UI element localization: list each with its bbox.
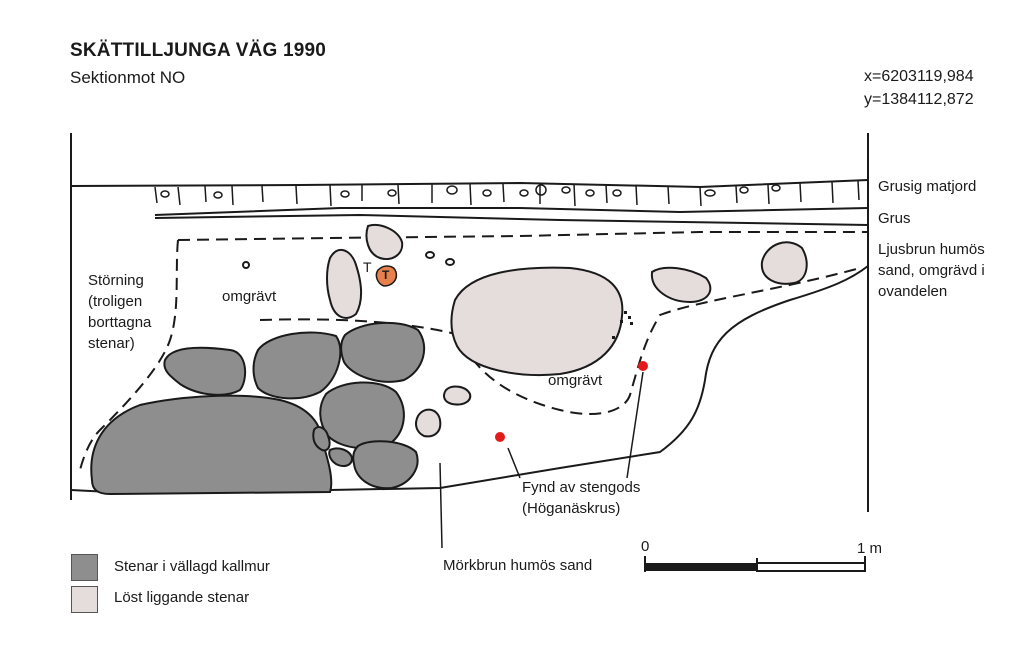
layer-label-grusig-matjord: Grusig matjord bbox=[878, 178, 977, 195]
grus-bottom-line bbox=[154, 213, 869, 226]
dashed-boundary-left bbox=[79, 239, 179, 471]
dark-stone bbox=[312, 426, 331, 452]
scale-label-end: 1 m bbox=[857, 540, 883, 557]
small-dots bbox=[612, 311, 633, 339]
annotation-omgravt-center: omgrävt bbox=[548, 372, 603, 389]
topsoil-top-line bbox=[70, 179, 869, 189]
dark-stone bbox=[90, 394, 333, 496]
leader-line-morkbrun bbox=[439, 462, 443, 549]
dashed-boundary-mid bbox=[259, 267, 861, 416]
legend-label-dark: Stenar i vällagd kallmur bbox=[114, 558, 270, 575]
annotation-fynd: Fynd av stengods (Höganäskrus) bbox=[522, 479, 641, 517]
light-stone bbox=[760, 241, 808, 285]
dashed-boundary-upper bbox=[177, 231, 868, 241]
dark-stone bbox=[252, 331, 342, 400]
light-stone bbox=[415, 408, 442, 438]
dark-stone bbox=[340, 321, 426, 383]
legend-label-light: Löst liggande stenar bbox=[114, 589, 250, 606]
layer-label-morkbrun: Mörkbrun humös sand bbox=[443, 557, 593, 574]
legend-swatch-light bbox=[71, 586, 98, 613]
dark-stone bbox=[352, 440, 419, 490]
annotation-t-marker: T bbox=[363, 259, 372, 275]
scale-label-start: 0 bbox=[641, 538, 650, 555]
topsoil-bottom-line bbox=[154, 207, 869, 216]
annotation-t-find: T bbox=[382, 268, 390, 282]
topsoil-texture bbox=[154, 180, 860, 207]
light-stone bbox=[365, 224, 404, 260]
dark-stone bbox=[319, 381, 405, 450]
pebbles bbox=[242, 251, 455, 269]
light-stones bbox=[326, 224, 808, 438]
coordinate-x: x=6203119,984 bbox=[864, 68, 974, 85]
diagram-subtitle: Sektionmot NO bbox=[70, 68, 186, 87]
light-stone bbox=[450, 266, 624, 376]
dark-stone bbox=[328, 447, 354, 467]
morkbrun-boundary bbox=[329, 265, 869, 491]
leader-line-find-a bbox=[626, 371, 644, 479]
layer-label-grus: Grus bbox=[878, 210, 911, 227]
legend-swatch-dark bbox=[71, 554, 98, 581]
dark-stone bbox=[163, 346, 247, 396]
t-find-shape bbox=[375, 265, 398, 287]
diagram-title: SKÄTTILLJUNGA VÄG 1990 bbox=[70, 40, 327, 61]
coordinate-y: y=1384112,872 bbox=[864, 91, 974, 108]
find-dot bbox=[495, 432, 505, 442]
annotation-omgravt-left: omgrävt bbox=[222, 288, 277, 305]
light-stone bbox=[443, 385, 472, 406]
leader-line-find-b bbox=[507, 447, 521, 479]
dark-stones bbox=[90, 321, 426, 496]
annotation-storning: Störning (troligen borttagna stenar) bbox=[88, 272, 152, 352]
scale-bar bbox=[644, 556, 866, 572]
layer-label-ljusbrun: Ljusbrun humös sand, omgrävd i ovandelen bbox=[878, 241, 985, 300]
find-dot bbox=[638, 361, 648, 371]
light-stone bbox=[650, 266, 712, 304]
light-stone bbox=[326, 248, 363, 319]
